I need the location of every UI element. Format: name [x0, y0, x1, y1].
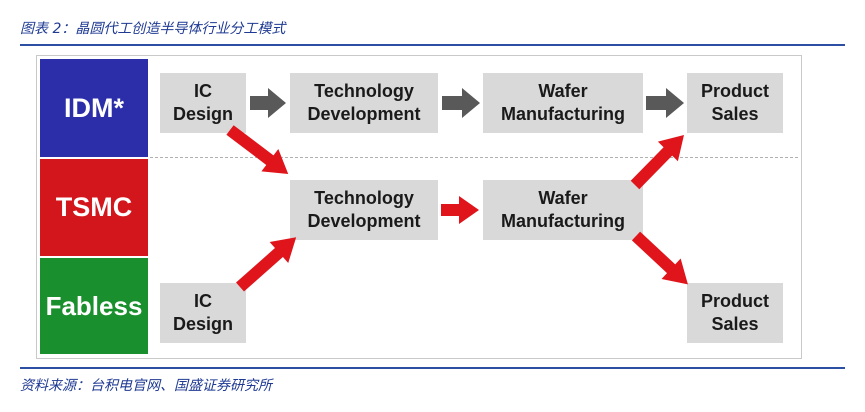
red-arrow-icon	[226, 125, 289, 175]
row-divider	[150, 157, 798, 158]
red-arrow-icon	[631, 231, 688, 285]
tsmc-wafer-mfg-label: Wafer Manufacturing	[501, 188, 625, 231]
fabless-ic-design-box: IC Design	[160, 283, 246, 343]
top-rule	[20, 44, 845, 46]
fabless-product-sales-box: Product Sales	[687, 283, 783, 343]
idm-tech-dev-box: Technology Development	[290, 73, 438, 133]
red-arrow-icon	[236, 237, 297, 292]
gray-arrow-icon	[646, 88, 684, 118]
source-caption: 资料来源：台积电官网、国盛证券研究所	[20, 378, 272, 394]
red-arrow-icon	[441, 196, 479, 224]
red-arrow-icon	[630, 134, 684, 190]
band-tsmc: TSMC	[40, 159, 148, 256]
idm-ic-design-label: IC Design	[172, 81, 233, 124]
idm-product-sales-label: Product Sales	[700, 81, 769, 124]
idm-ic-design-box: IC Design	[160, 73, 246, 133]
idm-product-sales-box: Product Sales	[687, 73, 783, 133]
idm-wafer-mfg-box: Wafer Manufacturing	[483, 73, 643, 133]
tsmc-tech-dev-label: Technology Development	[307, 188, 421, 231]
tsmc-wafer-mfg-box: Wafer Manufacturing	[483, 180, 643, 240]
band-fabless: Fabless	[40, 258, 148, 354]
tsmc-tech-dev-box: Technology Development	[290, 180, 438, 240]
gray-arrow-icon	[442, 88, 480, 118]
gray-arrow-icon	[250, 88, 286, 118]
band-idm: IDM*	[40, 59, 148, 157]
fabless-product-sales-label: Product Sales	[700, 291, 769, 334]
figure-caption: 图表 2：晶圆代工创造半导体行业分工模式	[20, 21, 286, 37]
fabless-ic-design-label: IC Design	[172, 291, 233, 334]
idm-wafer-mfg-label: Wafer Manufacturing	[501, 81, 625, 124]
idm-tech-dev-label: Technology Development	[307, 81, 421, 124]
bottom-rule	[20, 367, 845, 369]
